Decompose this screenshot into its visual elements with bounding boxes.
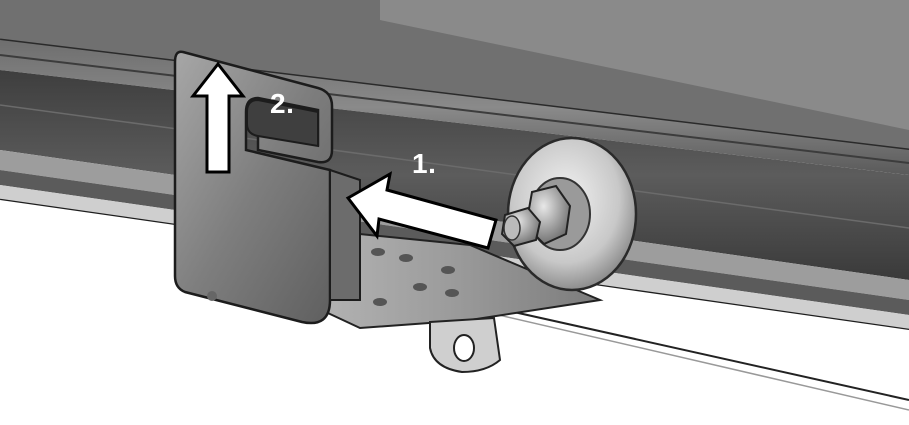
arrow-up-icon: [189, 61, 247, 174]
step-1-label: 1.: [412, 148, 437, 179]
fastener: [500, 136, 638, 292]
arrow-left-icon: [345, 171, 498, 250]
step-2-label: 2.: [270, 88, 295, 119]
